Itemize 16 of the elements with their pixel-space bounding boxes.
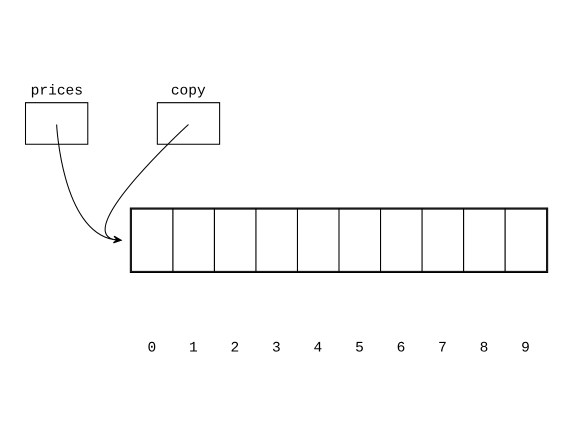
node-label: copy xyxy=(170,83,206,100)
label: 3 xyxy=(272,340,281,356)
node-box xyxy=(24,102,88,144)
label: 5 xyxy=(355,340,364,356)
label: 6 xyxy=(396,340,406,356)
node-label: prices xyxy=(30,83,83,100)
label: 2 xyxy=(230,340,240,356)
arrow xyxy=(104,124,189,243)
label: 1 xyxy=(189,340,198,356)
label: 4 xyxy=(314,340,322,356)
label: 8 xyxy=(480,340,488,356)
label: 7 xyxy=(438,340,447,356)
label: 9 xyxy=(521,340,530,356)
arrow xyxy=(56,124,122,243)
node-box xyxy=(156,102,220,144)
label: 0 xyxy=(147,340,156,356)
